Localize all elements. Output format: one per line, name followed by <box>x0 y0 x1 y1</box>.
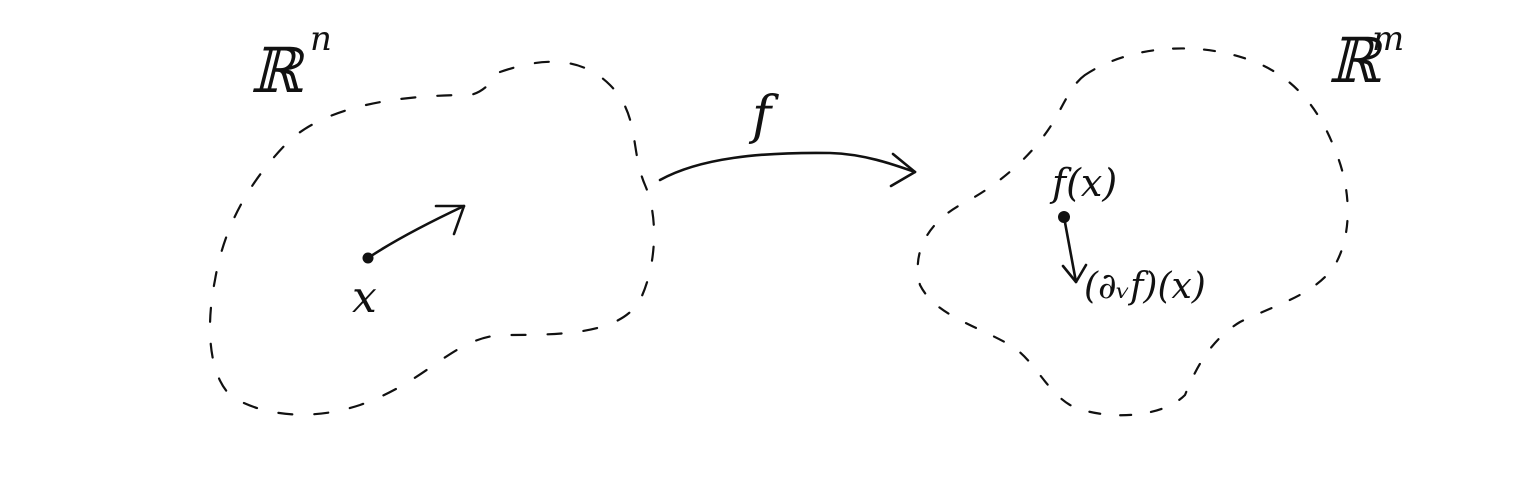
derivative-vector-arrow-head <box>1061 263 1088 284</box>
domain-space-base: ℝ <box>250 34 305 107</box>
codomain-space-base: ℝ <box>1328 24 1383 97</box>
map-arrow-head <box>889 152 917 188</box>
domain-space-label: ℝ n <box>250 19 332 107</box>
image-point-label: f(x) <box>1049 161 1117 205</box>
derivative-vector-arrow-shaft <box>1062 215 1078 284</box>
derivative-label: (∂ᵥf)(x) <box>1084 266 1206 307</box>
domain-region-outline <box>208 60 656 416</box>
tangent-vector-arrow-head <box>434 204 466 236</box>
map-arrow-shaft <box>658 151 917 182</box>
tangent-vector-arrow-shaft <box>366 204 466 260</box>
codomain-space-label: ℝ m <box>1328 19 1404 97</box>
map-label: f <box>748 86 779 146</box>
codomain-space-exponent: m <box>1372 19 1404 59</box>
codomain-region-outline <box>916 47 1349 417</box>
domain-space-exponent: n <box>310 19 332 59</box>
domain-point-label: x <box>352 272 377 323</box>
